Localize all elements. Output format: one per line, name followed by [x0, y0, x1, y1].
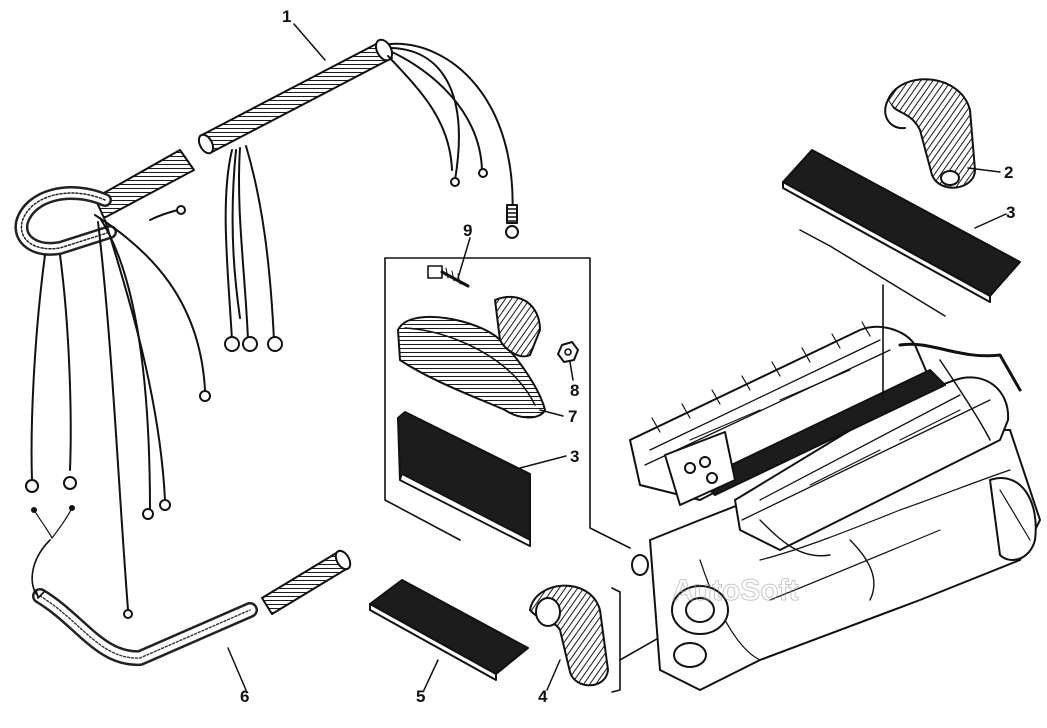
callout-5: 5 — [416, 687, 425, 706]
callout-9: 9 — [463, 221, 472, 240]
callouts: 1 2 3 3 4 5 6 7 8 9 — [240, 7, 1015, 706]
clamp-top — [884, 78, 976, 189]
bent-tube — [31, 505, 352, 667]
wiring-harness — [14, 38, 519, 619]
harness-sleeve-upper — [199, 41, 393, 153]
callout-3-top: 3 — [1006, 203, 1015, 222]
pad-strip-top — [782, 149, 1021, 317]
band-clamp — [397, 295, 546, 419]
clamp-bottom — [529, 584, 691, 693]
watermark: AutoSoft — [672, 574, 799, 607]
harness-sleeve-lower — [94, 149, 195, 219]
short-tube — [261, 551, 349, 615]
callout-4: 4 — [538, 687, 548, 706]
pad-strip-detail — [397, 411, 531, 547]
detail-box — [384, 257, 631, 549]
engine-block — [629, 284, 1041, 691]
nut — [557, 341, 579, 363]
bolt — [427, 265, 470, 288]
callout-8: 8 — [570, 381, 579, 400]
callout-leaders — [227, 23, 1007, 691]
callout-3-detail: 3 — [570, 447, 579, 466]
callout-2: 2 — [1004, 163, 1013, 182]
callout-6: 6 — [240, 687, 249, 706]
callout-1: 1 — [282, 7, 291, 26]
pad-strip-bottom — [369, 579, 529, 681]
callout-7: 7 — [568, 407, 577, 426]
